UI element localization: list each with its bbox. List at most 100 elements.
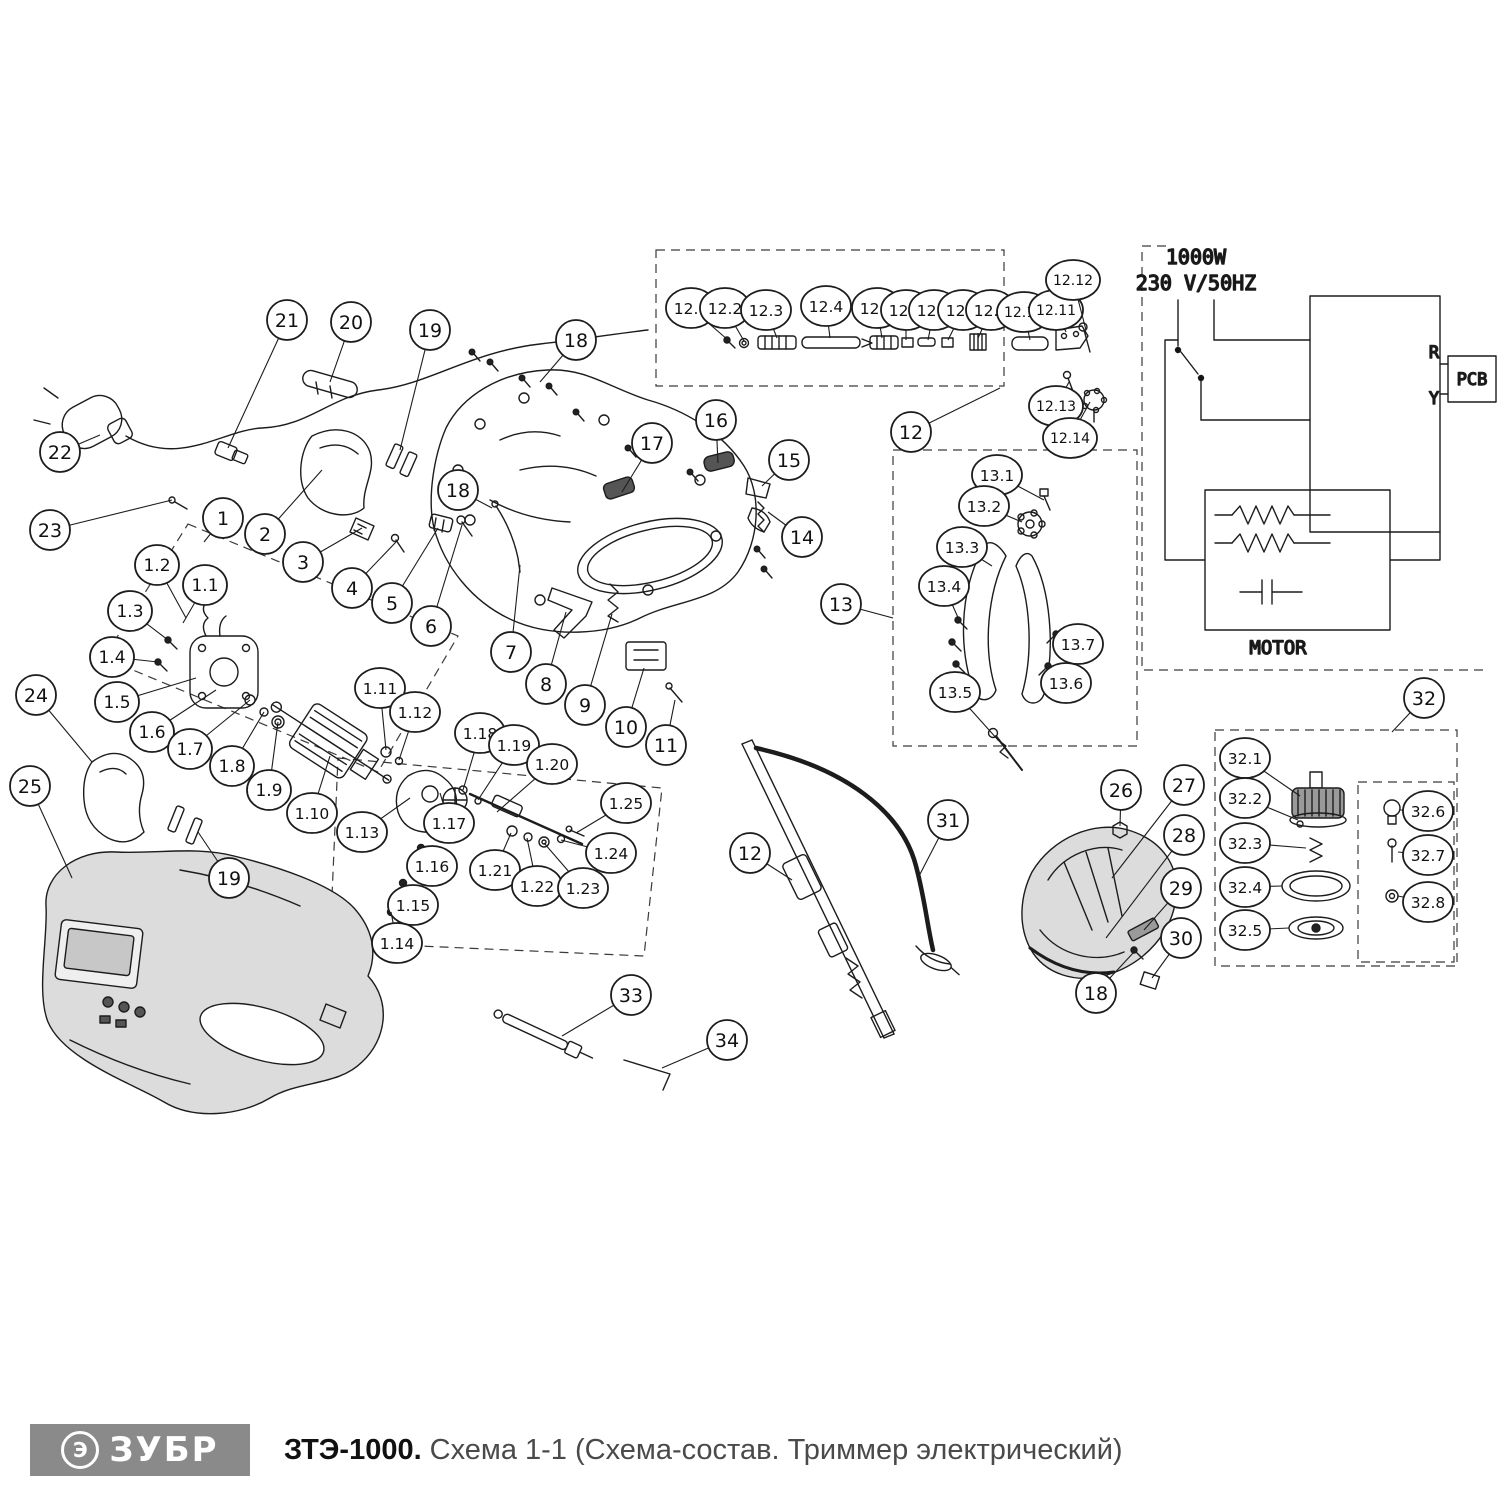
svg-text:13: 13 bbox=[829, 594, 853, 616]
guard bbox=[1021, 826, 1178, 979]
svg-text:22: 22 bbox=[48, 442, 72, 464]
callout-13: 13 bbox=[820, 583, 894, 625]
svg-text:32: 32 bbox=[1412, 688, 1436, 710]
callout-1.19: 1.19 bbox=[477, 724, 540, 801]
callout-1.6: 1.6 bbox=[129, 689, 217, 753]
svg-text:1.12: 1.12 bbox=[398, 704, 433, 722]
handle-knob bbox=[1017, 511, 1043, 537]
svg-text:13.6: 13.6 bbox=[1049, 675, 1084, 693]
bolt-13-1 bbox=[1043, 495, 1051, 511]
output-shaft bbox=[468, 792, 584, 846]
svg-text:12.2: 12.2 bbox=[708, 300, 743, 318]
callout-32.4: 32.4 bbox=[1219, 866, 1283, 908]
svg-text:1.1: 1.1 bbox=[191, 576, 218, 596]
svg-text:18: 18 bbox=[1084, 983, 1108, 1005]
svg-text:13.3: 13.3 bbox=[945, 539, 980, 557]
svg-text:18: 18 bbox=[446, 480, 470, 502]
pins-19b bbox=[167, 805, 185, 833]
rod-33 bbox=[493, 1009, 594, 1059]
pin-11 bbox=[669, 687, 683, 703]
svg-text:1.6: 1.6 bbox=[138, 723, 165, 743]
svg-text:1: 1 bbox=[217, 508, 229, 530]
svg-text:1.4: 1.4 bbox=[98, 648, 125, 668]
callout-1.16: 1.16 bbox=[406, 845, 458, 887]
callout-19: 19 bbox=[399, 309, 451, 451]
callout-6: 6 bbox=[410, 524, 463, 647]
svg-text:1.7: 1.7 bbox=[176, 740, 203, 760]
cord-clamp bbox=[214, 440, 238, 462]
block-10 bbox=[625, 641, 667, 671]
svg-text:13.7: 13.7 bbox=[1061, 636, 1096, 654]
callout-1.22: 1.22 bbox=[511, 837, 563, 907]
svg-text:1.19: 1.19 bbox=[497, 737, 532, 755]
stator bbox=[189, 635, 259, 709]
callout-18: 18 bbox=[539, 319, 597, 383]
callout-18: 18 bbox=[437, 469, 493, 511]
brand-logo: Э ЗУБР bbox=[30, 1424, 250, 1476]
svg-text:29: 29 bbox=[1169, 878, 1193, 900]
callout-32.1: 32.1 bbox=[1219, 737, 1301, 797]
callout-27: 27 bbox=[1111, 764, 1205, 879]
callout-30: 30 bbox=[1151, 917, 1202, 979]
svg-text:30: 30 bbox=[1169, 928, 1193, 950]
svg-text:5: 5 bbox=[386, 593, 398, 615]
svg-text:1.8: 1.8 bbox=[218, 757, 245, 777]
callout-29: 29 bbox=[1143, 867, 1202, 931]
svg-text:12.13: 12.13 bbox=[1036, 399, 1076, 415]
wiring-schematic: 1000W 230 V/50HZ PCB R Y MOTOR bbox=[1135, 244, 1497, 660]
svg-text:12.14: 12.14 bbox=[1050, 431, 1090, 447]
svg-text:19: 19 bbox=[418, 320, 442, 342]
voltage-rating: 230 V/50HZ bbox=[1136, 271, 1256, 295]
svg-text:32.7: 32.7 bbox=[1411, 847, 1446, 865]
svg-text:15: 15 bbox=[777, 450, 801, 472]
power-cord bbox=[33, 329, 649, 510]
screw-6 bbox=[461, 521, 473, 537]
power-rating: 1000W bbox=[1166, 245, 1227, 269]
svg-text:12: 12 bbox=[899, 422, 923, 444]
brand-emblem-icon: Э bbox=[61, 1431, 100, 1469]
callout-1.23: 1.23 bbox=[543, 842, 609, 909]
svg-text:28: 28 bbox=[1172, 825, 1196, 847]
callout-34: 34 bbox=[661, 1019, 748, 1069]
svg-text:1.18: 1.18 bbox=[463, 725, 498, 743]
svg-text:1.14: 1.14 bbox=[380, 935, 415, 953]
callout-1.9: 1.9 bbox=[246, 721, 292, 811]
svg-text:32.2: 32.2 bbox=[1228, 790, 1263, 808]
callout-12.14: 12.14 bbox=[1042, 401, 1098, 459]
callout-13.4: 13.4 bbox=[918, 565, 970, 623]
callout-13.5: 13.5 bbox=[929, 671, 999, 741]
svg-text:19: 19 bbox=[217, 868, 241, 890]
spool-assembly bbox=[1281, 771, 1401, 940]
svg-text:4: 4 bbox=[346, 578, 358, 600]
svg-text:32.5: 32.5 bbox=[1228, 922, 1263, 940]
power-button bbox=[703, 451, 735, 472]
callout-12.4: 12.4 bbox=[800, 285, 852, 339]
r-terminal-label: R bbox=[1429, 343, 1440, 363]
pin-23 bbox=[168, 496, 176, 504]
callout-32.5: 32.5 bbox=[1219, 909, 1290, 951]
callout-25: 25 bbox=[9, 765, 73, 879]
svg-text:20: 20 bbox=[339, 312, 363, 334]
svg-text:12.4: 12.4 bbox=[809, 298, 844, 316]
svg-text:23: 23 bbox=[38, 520, 62, 542]
callout-32: 32 bbox=[1391, 677, 1445, 733]
svg-text:1.16: 1.16 bbox=[415, 858, 450, 876]
callout-32.6: 32.6 bbox=[1399, 790, 1454, 832]
callout-7: 7 bbox=[490, 564, 532, 673]
callout-20: 20 bbox=[329, 301, 372, 383]
callout-1.2: 1.2 bbox=[134, 544, 187, 619]
callout-24: 24 bbox=[15, 674, 93, 763]
footer: Э ЗУБР ЗТЭ-1000.Схема 1-1 (Схема-состав.… bbox=[30, 1424, 1123, 1476]
callout-3: 3 bbox=[282, 527, 363, 583]
callout-23: 23 bbox=[29, 499, 173, 551]
pins-19 bbox=[385, 443, 404, 470]
spool-spring bbox=[1309, 837, 1323, 863]
svg-text:12.12: 12.12 bbox=[1053, 273, 1093, 289]
screw-4 bbox=[395, 539, 405, 553]
callout-12: 12 bbox=[890, 387, 1001, 453]
callout-14: 14 bbox=[767, 511, 823, 558]
svg-text:2: 2 bbox=[259, 524, 271, 546]
cord-grip bbox=[302, 369, 358, 399]
callout-1.13: 1.13 bbox=[336, 797, 411, 853]
